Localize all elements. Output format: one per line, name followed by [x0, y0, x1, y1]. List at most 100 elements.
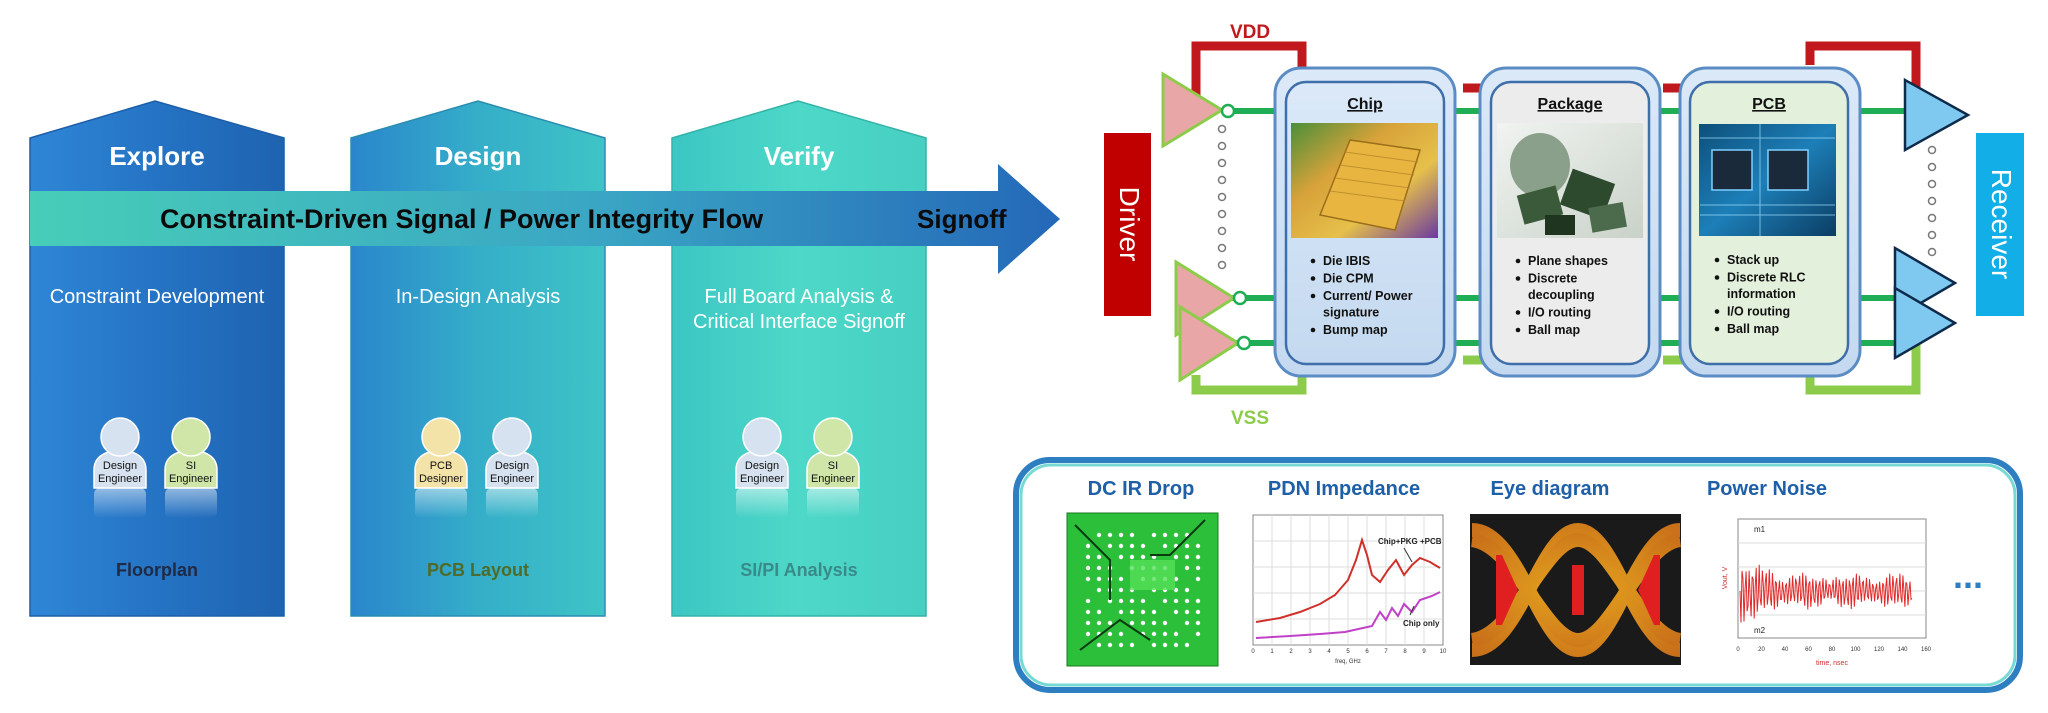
person-role-label: SI [186, 460, 196, 472]
bullet-dot [1310, 276, 1316, 281]
pdn-xtick: 6 [1365, 649, 1369, 655]
power-noise-trace [1739, 564, 1913, 623]
signoff-label: Signoff [917, 204, 1007, 234]
flow-banner-text: Constraint-Driven Signal / Power Integri… [160, 204, 764, 234]
receiver-label: Receiver [1986, 169, 2017, 279]
pdn-annotation-chip-pkg-pcb: Chip+PKG +PCB [1378, 537, 1442, 546]
bullet-dot [1310, 327, 1316, 333]
stage-explore-footer: Floorplan [116, 560, 198, 580]
power-noise-marker-m1: m1 [1754, 525, 1766, 534]
stage-design-footer: PCB Layout [427, 560, 529, 580]
power-noise-xtick: 20 [1758, 647, 1765, 653]
more-ellipsis: ... [1953, 555, 1983, 596]
receiver-buffer-icon [1893, 285, 1958, 361]
person-role-label: Engineer [490, 473, 534, 485]
bullet-text: Discrete [1528, 272, 1577, 286]
person-role-label: PCB [430, 460, 453, 472]
stage-design: Design In-Design Analysis PCB Layout [350, 100, 606, 617]
power-noise-xlabel: time, nsec [1816, 660, 1848, 667]
driver-buffer-icon [1161, 71, 1225, 149]
bullet-dot [1515, 276, 1521, 281]
person-role-label: Engineer [169, 473, 213, 485]
pdn-xtick: 4 [1327, 649, 1331, 655]
bullet-dot [1714, 326, 1720, 332]
stage-verify-footer: SI/PI Analysis [740, 560, 857, 580]
driver-buffer-icon [1178, 304, 1241, 383]
stage-design-title: Design [435, 141, 522, 171]
bullet-dot [1714, 275, 1720, 280]
stage-verify-subtitle-line2: Critical Interface Signoff [693, 311, 905, 333]
driver-label: Driver [1114, 187, 1145, 262]
receiver-buffers [1893, 77, 1971, 361]
pdn-xtick: 0 [1251, 649, 1255, 655]
pdn-impedance-title: PDN Impedance [1268, 478, 1420, 500]
power-noise-xtick: 140 [1897, 647, 1908, 653]
pcb-title: PCB [1752, 96, 1786, 113]
eye-diagram-title: Eye diagram [1491, 478, 1610, 500]
dc-ir-drop-image [1066, 512, 1219, 667]
power-noise-ylabel: Vout, V [1722, 566, 1729, 589]
pdn-xtick: 7 [1384, 649, 1388, 655]
people-icons: DesignEngineerSIEngineerPCBDesignerDesig… [93, 417, 860, 518]
analysis-panel: DC IR Drop PDN Impedance Eye diagram Pow… [1013, 457, 2023, 693]
chip-title: Chip [1347, 96, 1383, 113]
bullet-text: I/O routing [1727, 305, 1790, 319]
package-block: Package Plane shapesDiscretedecouplingI/… [1478, 66, 1662, 378]
stage-explore-panel [29, 100, 285, 617]
pdn-xtick: 9 [1422, 649, 1426, 655]
power-noise-xtick: 40 [1782, 647, 1789, 653]
stage-design-panel [350, 100, 606, 617]
pdn-xlabel: freq, GHz [1335, 659, 1361, 665]
power-noise-xtick: 0 [1736, 647, 1740, 653]
driver-dots [1217, 124, 1227, 270]
stage-verify-subtitle-line1: Full Board Analysis & [705, 286, 895, 308]
power-noise-title: Power Noise [1707, 478, 1827, 500]
power-noise-xtick: 160 [1921, 647, 1932, 653]
bullet-text: Ball map [1528, 323, 1580, 337]
bullet-text: Discrete RLC [1727, 271, 1806, 285]
receiver-box: Receiver [1976, 133, 2024, 316]
pdn-xtick: 10 [1440, 649, 1447, 655]
stage-explore-title: Explore [109, 141, 204, 171]
bullet-dot [1310, 258, 1316, 264]
person-role-label: Design [103, 460, 137, 472]
person-role-label: SI [828, 460, 838, 472]
stage-design-subtitle: In-Design Analysis [396, 286, 561, 308]
driver-box: Driver [1104, 133, 1151, 316]
person-role-label: Engineer [98, 473, 142, 485]
flow-banner-shape [30, 164, 1060, 274]
power-noise-xtick: 120 [1874, 647, 1885, 653]
vdd-label: VDD [1230, 22, 1270, 43]
bullet-dot [1515, 258, 1521, 264]
receiver-buffer-icon [1903, 77, 1971, 153]
bullet-text: Bump map [1323, 323, 1388, 337]
pdn-chip-only-curve [1255, 591, 1441, 639]
bullet-text: Ball map [1727, 322, 1779, 336]
receiver-dots [1927, 145, 1937, 257]
bullet-text: Current/ Power [1323, 289, 1413, 303]
bullet-text: signature [1323, 306, 1379, 320]
pdn-xtick: 1 [1270, 649, 1274, 655]
bullet-text: information [1727, 287, 1796, 301]
person-role-label: Engineer [811, 473, 855, 485]
driver-buffers [1161, 71, 1241, 383]
power-noise-xtick: 60 [1805, 647, 1812, 653]
eye-diagram-image [1470, 514, 1682, 665]
bullet-dot [1515, 310, 1521, 315]
person-role-label: Designer [419, 473, 463, 485]
power-noise-marker-m2: m2 [1754, 626, 1766, 635]
chip-image [1291, 123, 1438, 238]
stage-verify-title: Verify [764, 141, 835, 171]
pdn-chip-pkg-pcb-curve [1255, 536, 1441, 623]
pdn-xtick: 8 [1403, 649, 1407, 655]
stage-verify-panel [671, 100, 927, 617]
person-role-label: Design [495, 460, 529, 472]
